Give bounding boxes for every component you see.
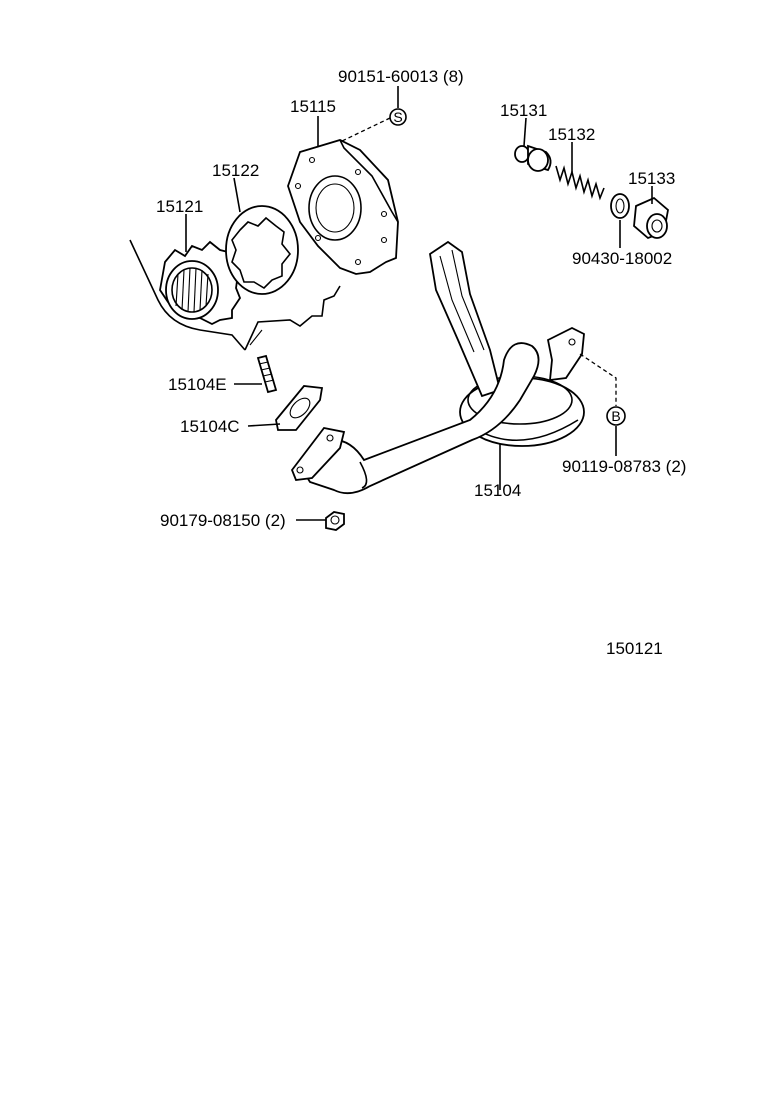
pump-cover <box>287 139 399 275</box>
flange-gasket <box>275 385 324 431</box>
stud <box>256 354 278 394</box>
label-gear-inner: 15121 <box>156 197 203 216</box>
b-symbol: B <box>606 406 626 426</box>
label-plug: 15133 <box>628 169 675 188</box>
outer-gear <box>225 205 299 295</box>
plug <box>633 196 669 240</box>
label-bolt-right: 90119-08783 (2) <box>562 457 686 476</box>
label-strainer: 15104 <box>474 481 521 500</box>
diagram-number: 150121 <box>606 639 663 658</box>
label-gasket-ring: 90430-18002 <box>572 249 672 268</box>
label-cover: 15115 <box>290 97 336 116</box>
label-gear-outer: 15122 <box>212 161 259 180</box>
label-gasket: 15104C <box>180 417 240 436</box>
leader-lines <box>185 86 653 521</box>
label-spring: 15132 <box>548 125 595 144</box>
label-relief-valve: 15131 <box>500 101 547 120</box>
valve-spring <box>555 165 605 201</box>
s-symbol: S <box>389 108 407 126</box>
gasket-ring <box>610 193 630 219</box>
oil-strainer <box>290 240 585 495</box>
engine-block-outline <box>129 239 341 351</box>
s-symbol-text: S <box>393 109 402 125</box>
label-nut: 90179-08150 (2) <box>160 511 286 530</box>
label-bolt-top: 90151-60013 (8) <box>338 67 464 86</box>
b-symbol-text: B <box>611 408 620 424</box>
label-stud: 15104E <box>168 375 227 394</box>
relief-valve <box>514 144 552 172</box>
inner-gear <box>159 240 242 326</box>
nut <box>325 511 345 531</box>
